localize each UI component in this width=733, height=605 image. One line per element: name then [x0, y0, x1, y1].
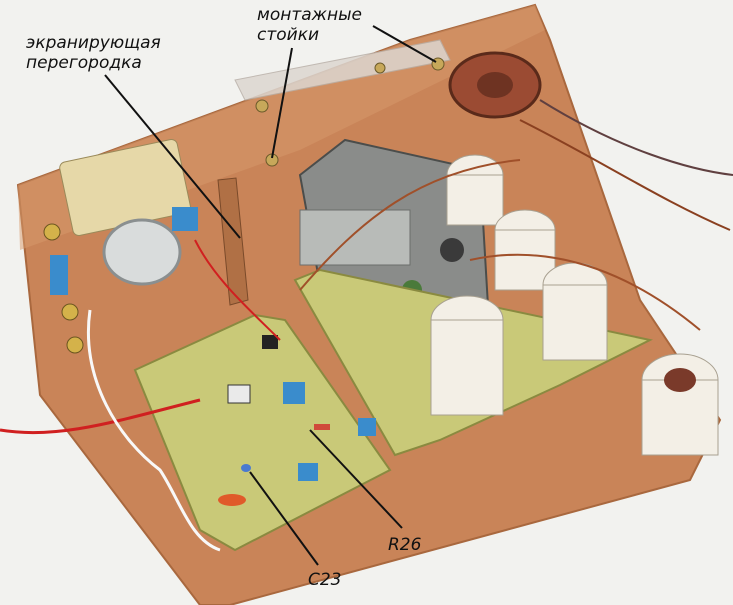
plexiglass-bar — [234, 39, 451, 101]
standoff-1 — [255, 99, 269, 113]
wire-white-1 — [87, 309, 221, 552]
wire-copper-3 — [539, 99, 733, 176]
leader-standoff-1 — [271, 47, 293, 159]
wire-copper-4 — [469, 253, 701, 331]
shielding-partition — [217, 177, 249, 306]
trimmer-blue-3 — [298, 463, 318, 481]
coil-3 — [542, 262, 608, 361]
standoff-4 — [374, 62, 386, 74]
wire-red-2 — [194, 239, 281, 341]
trimmer-blue-2 — [283, 382, 305, 404]
coil-4 — [430, 295, 504, 416]
resistor-r26 — [314, 424, 330, 430]
leader-standoff-2 — [372, 25, 437, 63]
r26-label: R26 — [388, 535, 422, 555]
shield-label-line1: экранирующая — [26, 33, 161, 53]
transistor-2 — [262, 335, 278, 349]
trimmer-blue-4 — [358, 418, 376, 436]
capacitor-shaft — [440, 238, 464, 262]
jack-1 — [43, 223, 61, 241]
shield-label-line2: перегородка — [26, 53, 142, 73]
capacitor-c23 — [241, 464, 251, 472]
tube-socket — [102, 218, 182, 286]
jack-3 — [66, 336, 84, 354]
jack-2 — [61, 303, 79, 321]
standoffs-label-line1: монтажные — [257, 5, 362, 25]
leader-r26 — [309, 429, 403, 529]
wire-red-1 — [0, 398, 201, 435]
transistor-1 — [227, 384, 251, 404]
rotary-switch-center — [477, 72, 513, 98]
standoffs-label-line2: стойки — [257, 25, 320, 45]
wire-copper-2 — [519, 119, 731, 231]
capacitor-plates — [299, 209, 411, 266]
capacitor-orange — [218, 494, 246, 506]
leader-c23 — [249, 471, 319, 566]
leader-shield — [104, 74, 241, 239]
trimmer-blue-1 — [172, 207, 198, 231]
wire-copper-1 — [299, 159, 521, 291]
coil-5-detached — [641, 353, 719, 456]
connector-left-blue — [50, 255, 68, 295]
coil-1 — [446, 154, 504, 226]
c23-label: C23 — [308, 570, 342, 590]
